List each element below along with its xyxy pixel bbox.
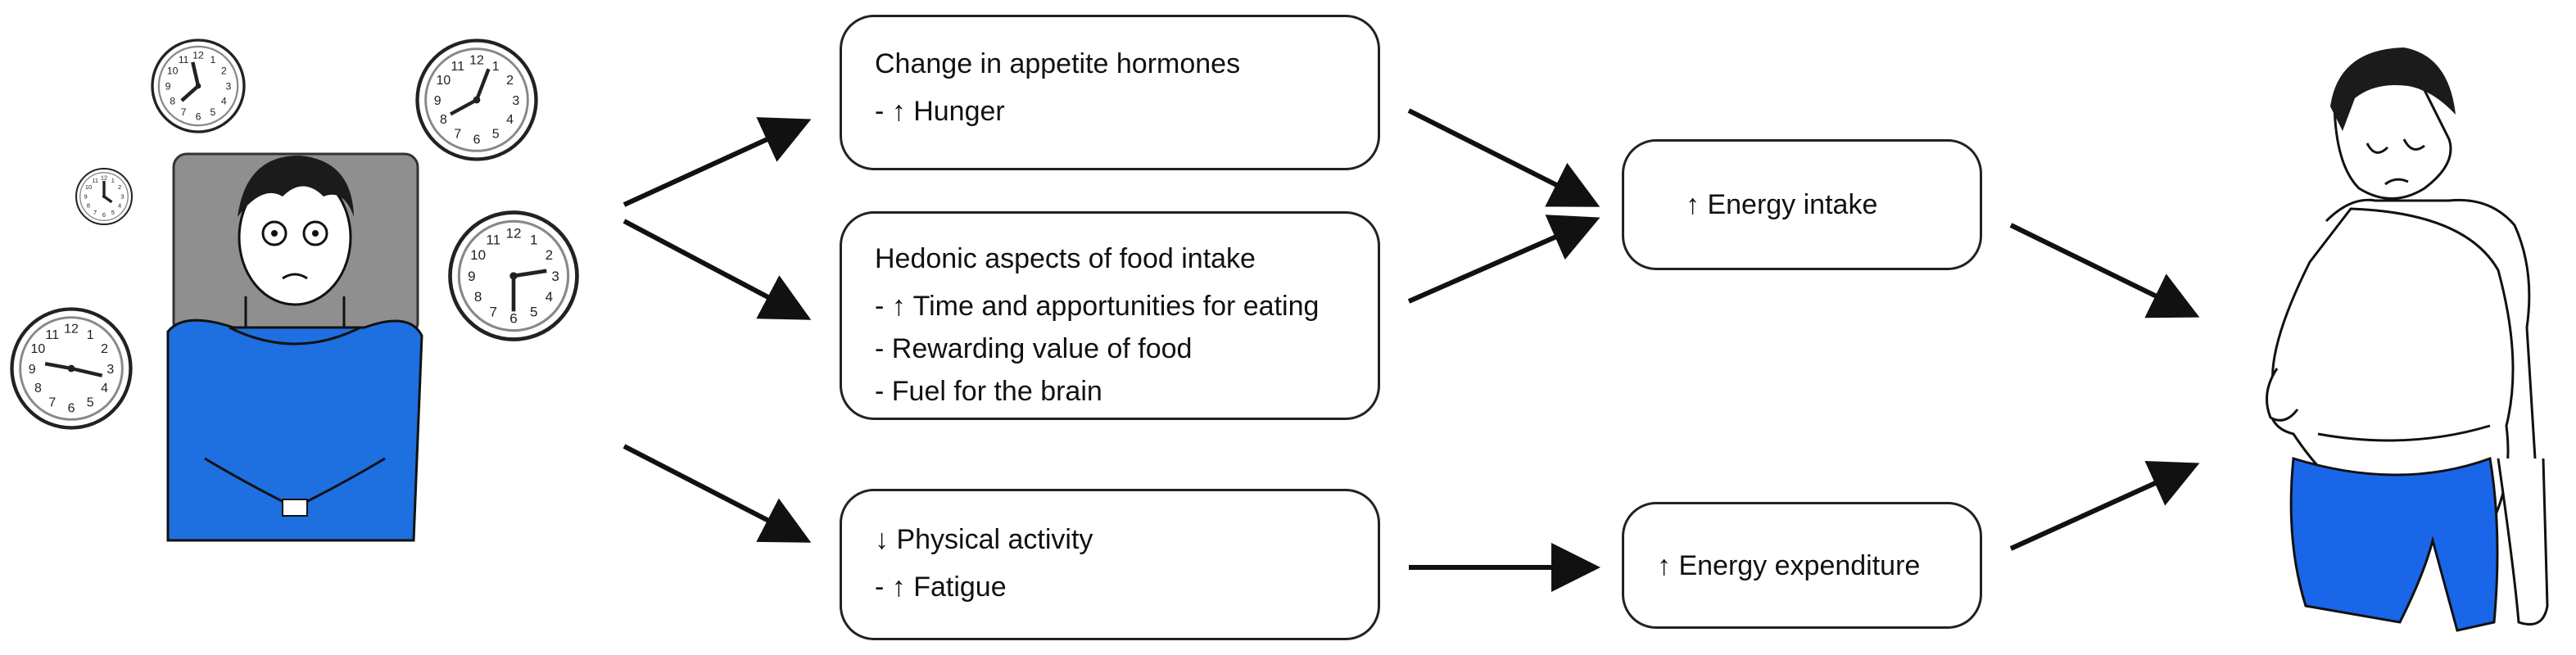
physical-activity-title: ↓ Physical activity	[875, 524, 1093, 555]
clock-icon	[450, 213, 577, 340]
physical-activity-box: ↓ Physical activity - ↑ Fatigue	[840, 489, 1380, 640]
obese-man-illustration	[2266, 47, 2549, 632]
arrow-icon	[2009, 460, 2200, 551]
rewarding-value-item: - Rewarding value of food	[875, 333, 1193, 364]
arrow-icon	[1407, 108, 1600, 207]
energy-intake-label: ↑ Energy intake	[1686, 189, 1878, 220]
hedonic-aspects-title: Hedonic aspects of food intake	[875, 243, 1256, 274]
arrow-icon	[622, 444, 812, 543]
eating-opportunities-item: - ↑ Time and apportunities for eating	[875, 291, 1320, 322]
appetite-hormones-box: Change in appetite hormones - ↑ Hunger	[840, 15, 1380, 170]
fuel-for-brain-item: - Fuel for the brain	[875, 376, 1102, 407]
fatigue-item: - ↑ Fatigue	[875, 571, 1007, 603]
sleepless-man-illustration	[166, 152, 423, 542]
energy-intake-box: ↑ Energy intake	[1622, 139, 1982, 270]
arrow-icon	[622, 219, 812, 320]
hunger-item: - ↑ Hunger	[875, 96, 1005, 127]
arrow-icon	[2009, 223, 2200, 318]
clock-icon	[11, 309, 130, 428]
clock-icon	[418, 40, 536, 159]
clock-icon	[151, 38, 246, 133]
energy-expenditure-box: ↑ Energy expenditure	[1622, 502, 1982, 629]
hedonic-aspects-box: Hedonic aspects of food intake - ↑ Time …	[840, 211, 1380, 420]
energy-expenditure-label: ↑ Energy expenditure	[1657, 550, 1921, 581]
appetite-hormones-title: Change in appetite hormones	[875, 48, 1241, 79]
clock-icon	[75, 167, 134, 226]
arrow-icon	[1407, 215, 1600, 304]
arrow-icon	[622, 117, 812, 207]
